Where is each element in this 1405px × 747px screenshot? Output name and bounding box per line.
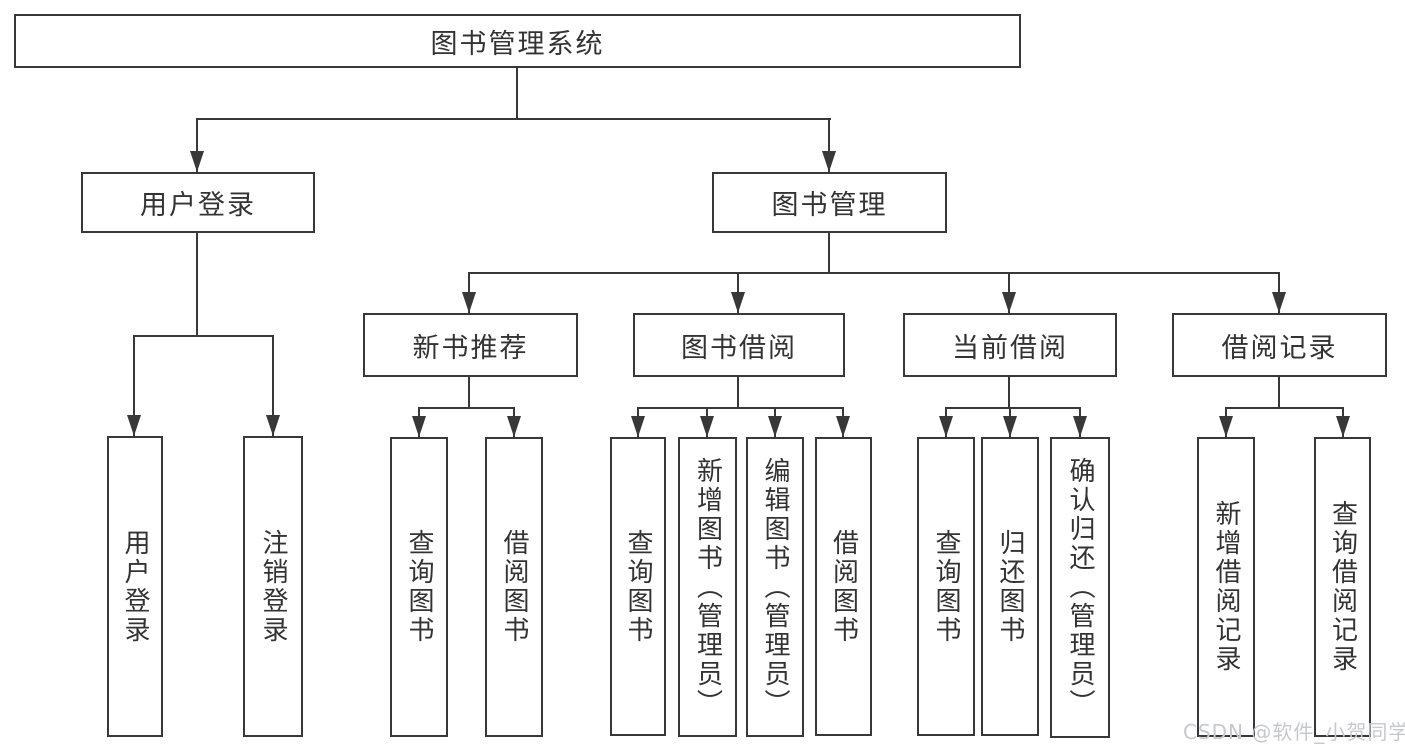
leaf-label: 新增借阅记录	[1211, 500, 1241, 674]
connector-line	[468, 377, 470, 408]
node-label: 借阅记录	[1221, 332, 1338, 364]
connector-line	[196, 118, 198, 172]
arrow-down	[836, 416, 850, 437]
arrow-down	[731, 292, 745, 313]
connector-line	[418, 407, 514, 409]
connector-line	[516, 68, 518, 119]
connector-line	[828, 118, 830, 172]
node-label: 新书推荐	[412, 332, 529, 364]
leaf-logout: 注销登录	[243, 436, 303, 737]
node-borrow-record: 借阅记录	[1172, 313, 1387, 377]
arrow-down	[1003, 416, 1017, 437]
csdn-watermark: CSDN @软件_小贺同学	[1183, 720, 1405, 744]
connector-line	[196, 233, 198, 336]
leaf-edit-book-admin: 编辑图书（管理员）	[746, 437, 804, 737]
leaf-borrow-book: 借阅图书	[485, 437, 543, 737]
leaf-user-login: 用户登录	[107, 436, 163, 737]
leaf-query-book: 查询图书	[610, 437, 666, 736]
connector-line	[1278, 377, 1280, 408]
node-book-mgmt: 图书管理	[712, 172, 947, 233]
connector-line	[1225, 407, 1343, 409]
leaf-label: 查询图书	[931, 528, 961, 645]
arrow-down	[1002, 292, 1016, 313]
connector-line	[637, 407, 844, 409]
leaf-label: 注销登录	[258, 528, 288, 645]
leaf-query-book: 查询图书	[390, 437, 448, 737]
leaf-add-borrow-record: 新增借阅记录	[1197, 437, 1255, 737]
arrow-down	[631, 416, 645, 437]
node-book-borrow: 图书借阅	[633, 313, 845, 377]
connector-line	[1008, 377, 1010, 408]
arrow-down	[939, 416, 953, 437]
arrow-down	[700, 416, 714, 437]
leaf-return-book: 归还图书	[981, 437, 1039, 736]
leaf-add-book-admin: 新增图书（管理员）	[678, 437, 737, 737]
node-current-borrow: 当前借阅	[903, 313, 1117, 377]
node-new-book-recommend: 新书推荐	[363, 313, 578, 377]
arrow-down	[1272, 292, 1286, 313]
arrow-down	[462, 292, 476, 313]
arrow-down	[507, 416, 521, 437]
leaf-query-borrow-record: 查询借阅记录	[1314, 437, 1371, 737]
connector-line	[197, 118, 831, 120]
leaf-label: 查询借阅记录	[1327, 500, 1358, 674]
node-user-login: 用户登录	[81, 172, 315, 233]
leaf-label: 查询图书	[623, 528, 653, 645]
leaf-borrow-book: 借阅图书	[815, 437, 872, 736]
arrow-down	[412, 416, 426, 437]
arrow-down	[1336, 416, 1350, 437]
arrow-down	[190, 151, 204, 172]
leaf-label: 归还图书	[995, 528, 1025, 645]
connector-line	[272, 335, 274, 436]
leaf-label: 用户登录	[120, 528, 150, 645]
connector-line	[945, 407, 1080, 409]
node-book-mgmt-label: 图书管理	[771, 190, 888, 221]
leaf-label: 新增图书（管理员）	[692, 456, 723, 718]
leaf-label: 借阅图书	[499, 529, 529, 645]
node-root-label: 图书管理系统	[430, 28, 605, 60]
leaf-query-book: 查询图书	[917, 437, 975, 736]
node-user-login-label: 用户登录	[140, 190, 256, 221]
leaf-label: 确认归还（管理员）	[1065, 457, 1095, 718]
leaf-label: 借阅图书	[828, 528, 859, 645]
arrow-down	[266, 415, 280, 436]
arrow-down	[822, 151, 836, 172]
arrow-down	[1073, 416, 1087, 437]
connector-line	[737, 377, 739, 408]
leaf-confirm-return-admin: 确认归还（管理员）	[1050, 437, 1110, 738]
arrow-down	[127, 415, 141, 436]
node-label: 当前借阅	[952, 332, 1068, 364]
connector-line	[133, 335, 135, 436]
connector-line	[469, 272, 1280, 274]
leaf-label: 查询图书	[404, 529, 434, 645]
node-root: 图书管理系统	[14, 14, 1021, 68]
node-label: 图书借阅	[681, 332, 797, 364]
arrow-down	[768, 416, 782, 437]
leaf-label: 编辑图书（管理员）	[760, 456, 790, 718]
connector-line	[134, 335, 274, 337]
connector-line	[828, 233, 830, 274]
arrow-down	[1219, 416, 1233, 437]
